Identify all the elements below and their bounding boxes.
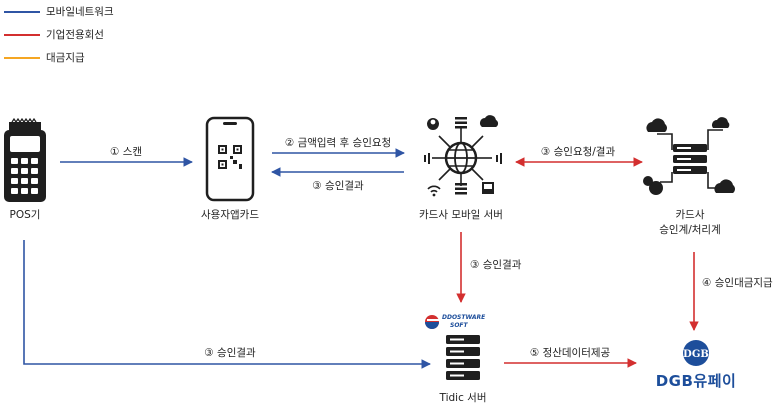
legend-line-mobile [4,11,40,13]
node-label-card-company: 카드사 [675,209,705,221]
globe-satellite-icons [424,115,502,197]
arrow-approval-result-pos [23,240,431,369]
legend-label-dedicated: 기업전용회선 [46,29,104,41]
node-label-card-server: 카드사 모바일 서버 [419,209,503,221]
edge-label-approval-result-app: ③ 승인결과 [312,180,364,192]
edge-label-approval-request-result: ③ 승인요청/결과 [540,146,616,158]
legend-line-payment [4,57,40,59]
edge-label-approval-amount-payment: ④ 승인대금지급 [702,277,773,289]
edge-label-amount-request: ② 금액입력 후 승인요청 [284,137,392,149]
ddostware-logo: DDOSTWARE SOFT [425,314,486,329]
edge-label-settlement-data: ⑤ 정산데이터제공 [529,347,611,359]
legend-line-dedicated [4,34,40,36]
node-label-dgb-pay: DGB유페이 [655,372,737,390]
edge-label-approval-result-down: ③ 승인결과 [470,259,522,271]
pos-terminal-icon [4,117,46,202]
ddostware-logo-line1: DDOSTWARE [442,314,486,321]
globe-network-icon [432,128,492,186]
node-label-approval-system: 승인계/처리계 [659,224,721,236]
node-label-pos: POS기 [9,209,41,221]
node-label-user-app: 사용자앱카드 [201,209,259,221]
legend-label-payment: 대금지급 [46,52,85,64]
edge-label-approval-result-pos: ③ 승인결과 [204,347,256,359]
approval-system-icon [643,117,736,195]
phone-qr-icon [205,116,255,202]
legend-label-mobile: 모바일네트워크 [46,6,114,18]
tidic-server-icon [446,335,480,380]
dgb-emblem-text: DGB [683,349,709,360]
node-label-tidic-server: Tidic 서버 [439,392,487,404]
dgb-emblem-icon: DGB [683,340,709,366]
edge-label-scan: ① 스캔 [109,146,143,158]
ddostware-logo-line2: SOFT [450,322,469,329]
